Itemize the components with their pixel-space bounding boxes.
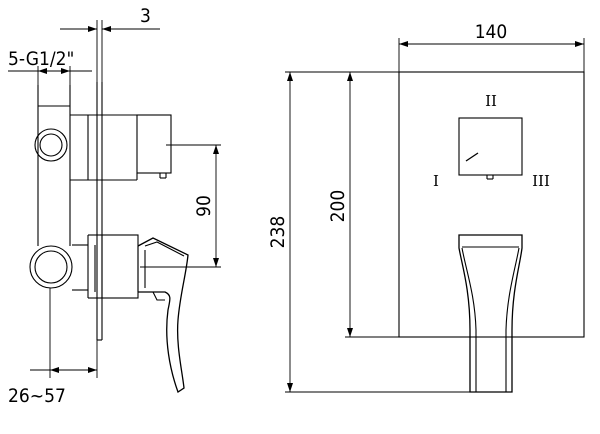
dim-depth-label: 26~57 xyxy=(8,385,66,407)
dim-thread: 5-G1/2" xyxy=(8,48,92,106)
front-view: I II III 140 200 xyxy=(267,21,585,393)
dim-spacing: 90 xyxy=(140,144,221,268)
diverter-knob-side xyxy=(136,114,172,180)
position-label-right: III xyxy=(532,172,550,190)
dim-wall-thickness: 3 xyxy=(60,5,160,82)
dim-spacing-label: 90 xyxy=(193,195,215,217)
dim-wall-label: 3 xyxy=(140,5,151,27)
lever-handle-side xyxy=(137,237,189,393)
cover-plate xyxy=(398,71,585,338)
cartridge-connection xyxy=(72,235,89,298)
mixer-body-pipe xyxy=(37,85,71,246)
dim-height-plate-label: 200 xyxy=(327,190,349,223)
diverter-connection xyxy=(70,114,137,181)
dim-thread-label: 5-G1/2" xyxy=(8,48,74,70)
position-label-left: I xyxy=(433,172,439,190)
dim-depth: 26~57 xyxy=(8,288,98,407)
wall-plate xyxy=(96,82,103,341)
lower-outlet-circle xyxy=(29,245,73,289)
dim-height-total-label: 238 xyxy=(267,216,289,249)
dim-height-total: 238 xyxy=(267,71,470,393)
upper-outlet-circle xyxy=(34,128,68,162)
lever-handle-front xyxy=(458,234,523,393)
dim-width: 140 xyxy=(398,21,585,72)
dim-width-label: 140 xyxy=(475,21,508,43)
cartridge-body xyxy=(88,234,139,299)
position-label-top: II xyxy=(485,92,497,110)
dim-height-plate: 200 xyxy=(327,72,399,338)
diverter-knob-front xyxy=(458,117,523,180)
side-view: 3 5-G1/2" 90 26~57 xyxy=(8,5,221,407)
